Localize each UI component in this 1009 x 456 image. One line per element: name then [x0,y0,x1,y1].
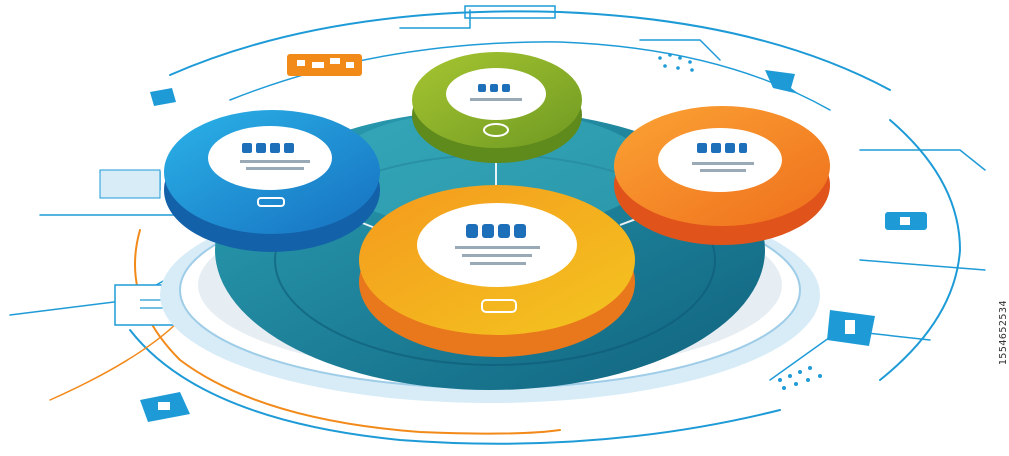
circuit-line-top-2 [639,39,721,61]
disc-blue [164,110,380,252]
circuit-arc-bottom [129,329,781,445]
deco-orange-tag [287,54,362,76]
disc-orange-label-plate [658,128,782,192]
disc-blue-placeholder-text [242,143,294,153]
disc-center-placeholder-text [466,224,526,238]
disc-blue-label-plate [208,126,332,190]
circuit-line-top-1 [399,9,471,29]
tag-icon [481,299,517,313]
disc-green [412,52,582,163]
disc-orange-placeholder-text [697,143,747,153]
side-code: 1554652534 [998,300,1009,366]
circuit-line-orange-small [49,319,181,401]
disc-green-label-plate [446,68,546,120]
disc-center-label-plate [417,203,577,287]
chat-bubble-icon-right [765,70,799,94]
disc-center [359,185,635,357]
circuit-arc-top [169,10,891,91]
circuit-line-right-2 [859,259,986,271]
disc-orange [614,106,830,245]
deco-panel-left [99,169,161,199]
disc-green-placeholder-text [478,84,510,92]
circuit-line-right-1 [859,149,986,171]
circuit-arc-right [879,119,962,381]
dot-cluster-top [658,53,694,72]
chat-bubble-icon [150,88,176,106]
dot-cluster-right [778,366,822,390]
disc-blue-tab [257,197,285,207]
deco-box-top [464,5,556,19]
tag-icon [483,123,509,137]
